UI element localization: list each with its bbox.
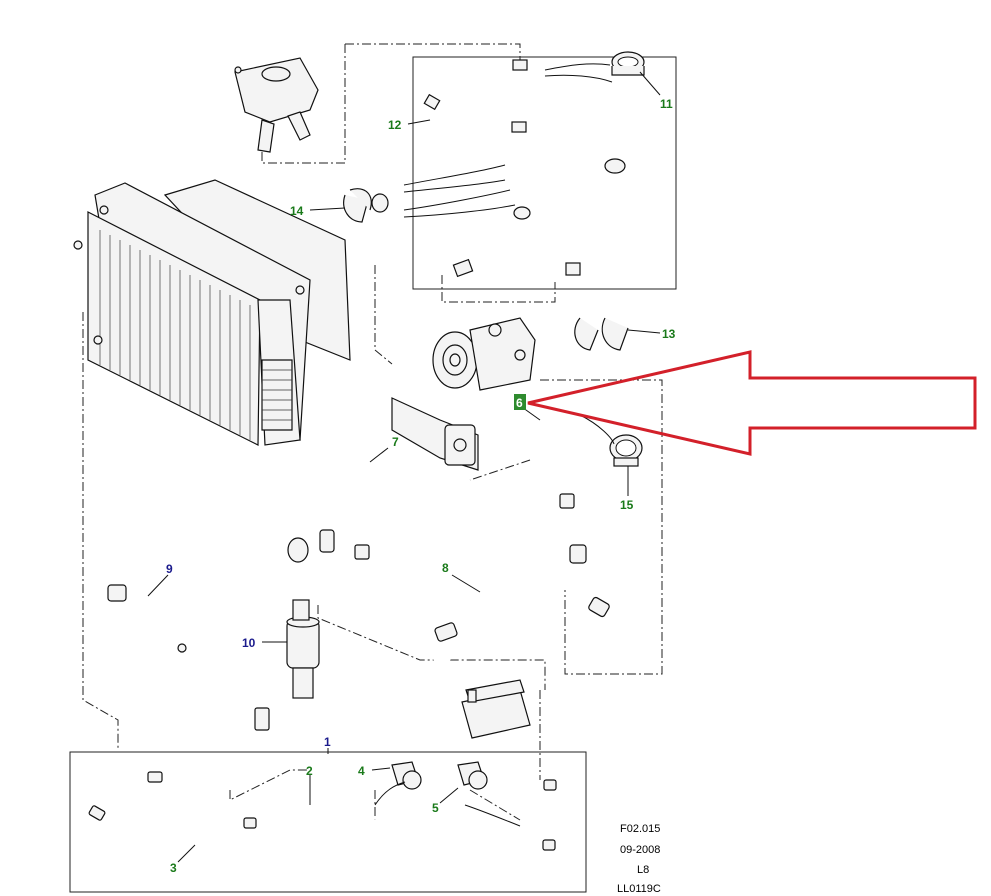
callout-10: 10 xyxy=(242,636,256,650)
oil-cooler xyxy=(461,679,531,739)
upper-hose-assembly xyxy=(403,59,660,278)
callout-6-highlight xyxy=(514,394,526,410)
clamp-parts xyxy=(343,51,645,467)
coolant-filter-10 xyxy=(286,599,320,699)
reference-block: F02.015 09-2008 L8 LL0119C xyxy=(617,823,661,895)
red-pointer-arrow xyxy=(527,350,977,456)
water-pump xyxy=(432,317,536,391)
egr-cooler-pipe xyxy=(389,365,479,471)
expansion-tank xyxy=(234,57,319,153)
hose-7 xyxy=(287,452,386,607)
callout-4: 4 xyxy=(358,764,365,778)
callout-9: 9 xyxy=(166,562,173,576)
callout-8: 8 xyxy=(442,561,449,575)
callout-11: 11 xyxy=(660,97,673,111)
callout-2: 2 xyxy=(306,764,313,778)
hose-9 xyxy=(107,584,309,731)
bleed-pipe-assembly xyxy=(84,761,566,869)
callout-13: 13 xyxy=(662,327,676,341)
callout-14: 14 xyxy=(290,204,304,218)
reference-code: LL0119C xyxy=(617,883,661,895)
reference-model: L8 xyxy=(637,864,649,876)
callout-5: 5 xyxy=(432,801,439,815)
hose-6 xyxy=(354,396,596,560)
radiator-assembly xyxy=(73,179,351,446)
callout-3: 3 xyxy=(170,861,177,875)
hose-8 xyxy=(432,544,651,665)
reference-figure-number: F02.015 xyxy=(620,823,660,835)
callout-6: 6 xyxy=(516,396,523,410)
reference-date: 09-2008 xyxy=(620,844,660,856)
callout-7: 7 xyxy=(392,435,399,449)
callout-15: 15 xyxy=(620,498,634,512)
callout-labels: 1 2 3 4 5 6 7 8 9 10 11 12 13 14 15 xyxy=(166,97,676,875)
callout-12: 12 xyxy=(388,118,402,132)
callout-leaders xyxy=(147,71,661,863)
callout-1: 1 xyxy=(324,735,331,749)
